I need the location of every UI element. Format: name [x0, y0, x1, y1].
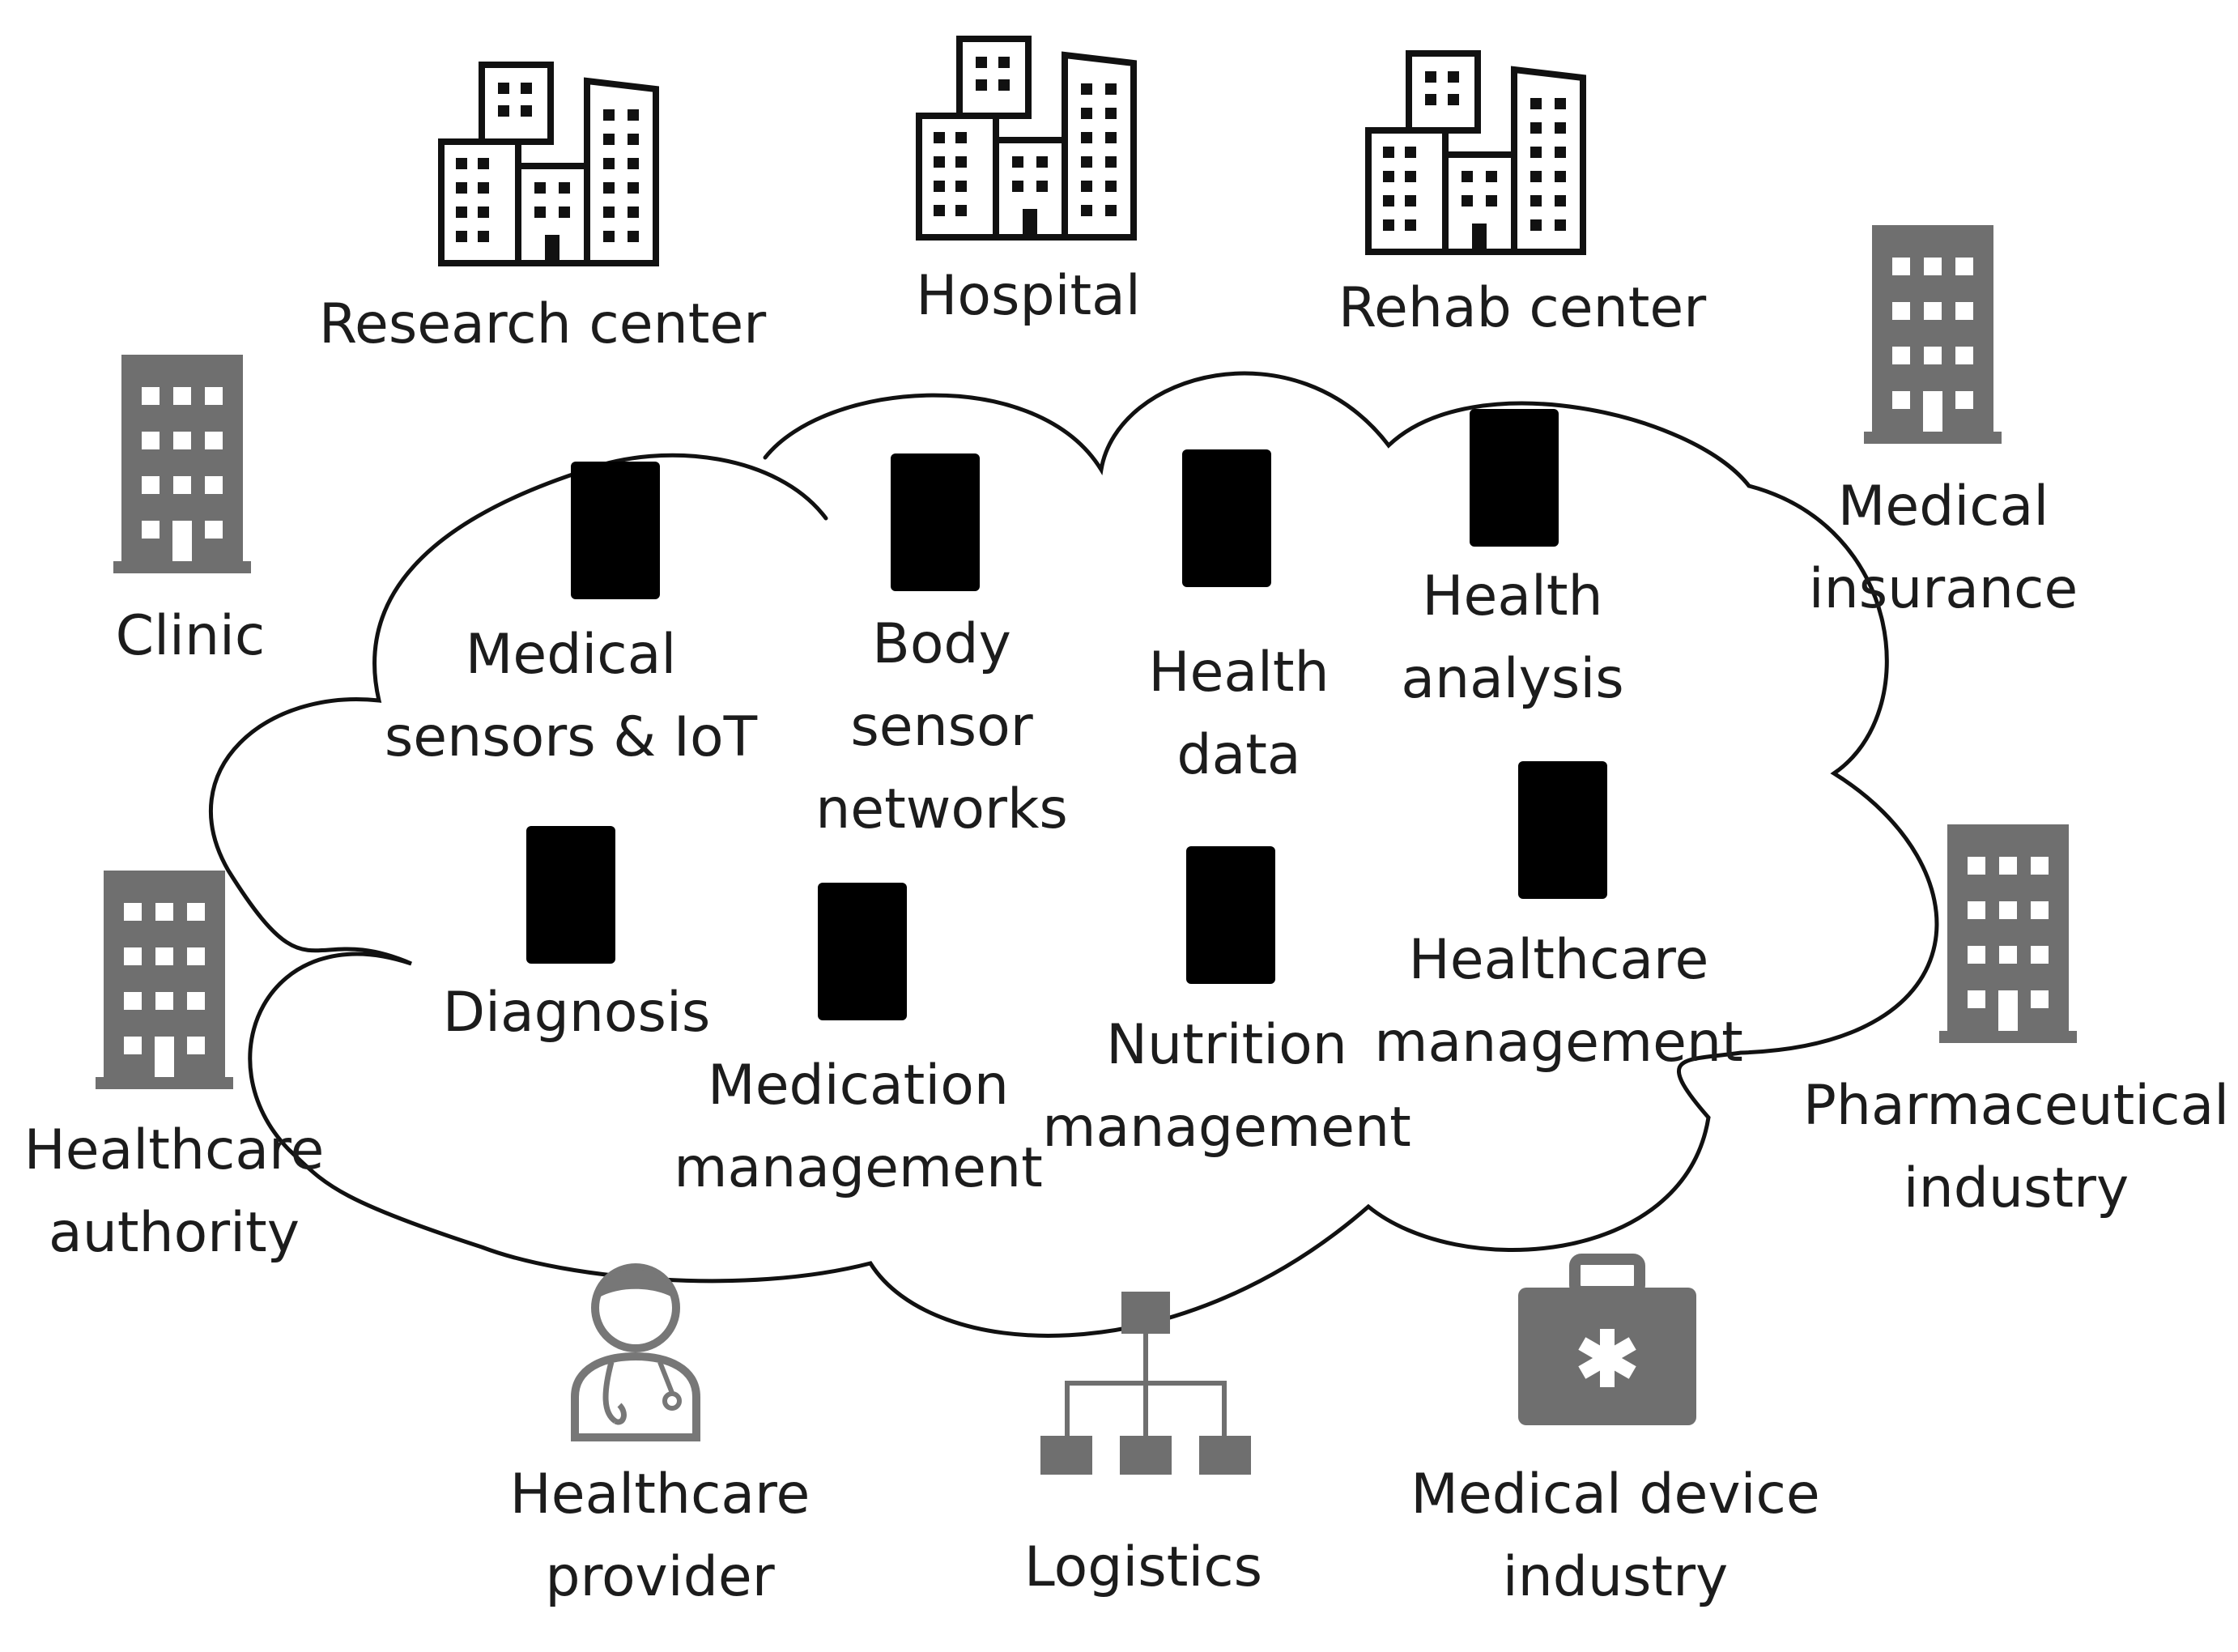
cloud-outline — [209, 371, 1939, 1338]
office-buildings-icon — [919, 39, 1134, 237]
server-rack-icon — [1518, 761, 1607, 899]
medical-device-industry-label: Medical device industry — [1410, 1463, 1820, 1609]
healthcare-management-label: Healthcare management — [1374, 928, 1743, 1075]
healthcare-provider-label: Healthcare provider — [509, 1463, 811, 1609]
building-icon — [1864, 225, 2002, 444]
pharmaceutical-industry-label: Pharmaceutical industry — [1802, 1074, 2230, 1220]
building-icon — [96, 871, 233, 1089]
server-rack-icon — [571, 462, 660, 599]
healthcare-authority-label: Healthcare authority — [23, 1118, 325, 1265]
medical-kit-icon — [1518, 1254, 1696, 1425]
clinic-label: Clinic — [115, 604, 266, 668]
server-rack-icon — [891, 453, 980, 591]
office-buildings-icon — [1368, 53, 1583, 252]
server-rack-icon — [526, 826, 615, 964]
office-buildings-icon — [441, 65, 656, 263]
building-icon — [1939, 824, 2077, 1043]
hospital-label: Hospital — [916, 264, 1141, 328]
body-sensor-networks-label: Body sensor networks — [815, 612, 1068, 841]
diagnosis-label: Diagnosis — [442, 981, 711, 1045]
server-rack-icon — [818, 883, 907, 1020]
medical-insurance-label: Medical insurance — [1808, 475, 2078, 621]
org-chart-icon — [1040, 1292, 1251, 1475]
nutrition-management-label: Nutrition management — [1042, 1013, 1411, 1160]
health-analysis-label: Health analysis — [1401, 564, 1624, 711]
building-icon — [113, 355, 251, 573]
server-rack-icon — [1470, 409, 1559, 547]
logistics-label: Logistics — [1023, 1535, 1263, 1599]
medical-sensors-iot-label: Medical sensors & IoT — [384, 623, 758, 769]
research-center-label: Research center — [318, 292, 767, 356]
health-data-label: Health data — [1148, 641, 1330, 787]
server-rack-icon — [1182, 449, 1271, 587]
server-rack-icon — [1186, 846, 1275, 984]
doctor-icon — [571, 1263, 700, 1441]
medication-management-label: Medication management — [674, 1054, 1043, 1200]
rehab-center-label: Rehab center — [1338, 276, 1707, 340]
